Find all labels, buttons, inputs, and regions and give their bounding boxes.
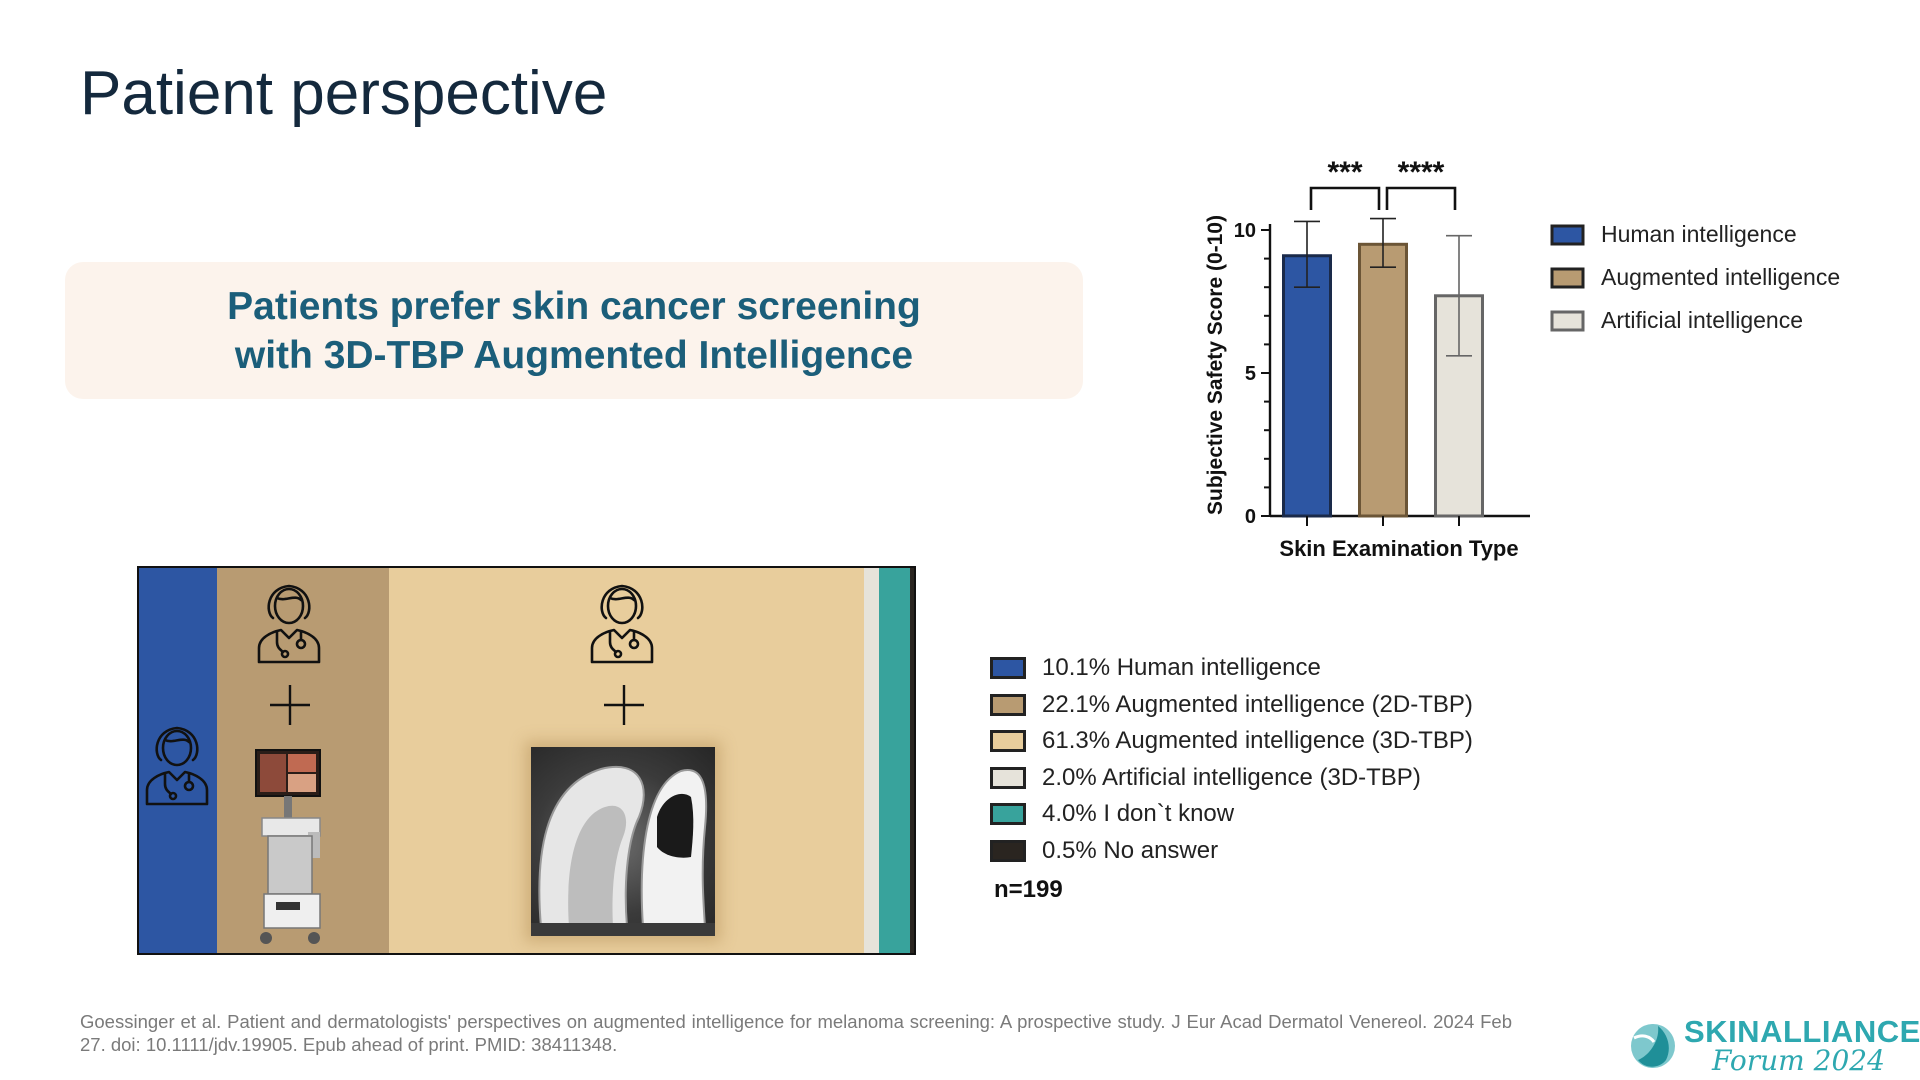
legend-item: 22.1% Augmented intelligence (2D-TBP) (990, 687, 1473, 724)
legend-item: 10.1% Human intelligence (990, 650, 1473, 687)
legend-label: 22.1% Augmented intelligence (2D-TBP) (1042, 690, 1473, 718)
y-tick-label: 0 (1245, 506, 1256, 528)
plus-icon (270, 685, 310, 725)
bar (1358, 242, 1408, 518)
imaging-cart-icon (255, 749, 321, 944)
y-tick-label: 5 (1245, 363, 1256, 385)
y-tick-label: 10 (1234, 220, 1256, 242)
key-message-line-2: with 3D-TBP Augmented Intelligence (234, 333, 914, 377)
legend-label: 0.5% No answer (1042, 836, 1219, 864)
legend-label: Human intelligence (1601, 221, 1797, 247)
legend-item: 2.0% Artificial intelligence (3D-TBP) (990, 760, 1473, 797)
legend-item: 4.0% I don`t know (990, 796, 1473, 833)
distribution-segment (139, 568, 218, 953)
legend-label: 4.0% I don`t know (1042, 800, 1235, 828)
distribution-legend: 10.1% Human intelligence 22.1% Augmented … (990, 650, 1473, 869)
brand-logo: SKINALLIANCE Forum 2024 (1622, 1008, 1920, 1077)
significance-bracket (1385, 186, 1457, 210)
brand-subtitle: Forum 2024 (1712, 1044, 1885, 1077)
legend-swatch (990, 839, 1026, 862)
legend-swatch (990, 730, 1026, 753)
legend-label: 2.0% Artificial intelligence (3D-TBP) (1042, 763, 1421, 791)
legend-label: Artificial intelligence (1601, 307, 1803, 333)
sample-size-label: n=199 (994, 876, 1063, 903)
doctor-icon (257, 584, 321, 664)
brand-logo-icon (1631, 1024, 1675, 1068)
y-axis-label: Subjective Safety Score (0-10) (1204, 215, 1227, 515)
legend-swatch (990, 657, 1026, 680)
x-axis-label: Skin Examination Type (1279, 536, 1518, 561)
legend-item: 0.5% No answer (990, 833, 1473, 870)
distribution-segment (910, 568, 914, 953)
distribution-segment (879, 568, 911, 953)
legend-swatch (990, 766, 1026, 789)
legend-swatch (1550, 224, 1585, 246)
significance-label: **** (1398, 156, 1445, 189)
significance-label: *** (1327, 156, 1362, 189)
plus-icon (604, 685, 644, 725)
legend-label: Augmented intelligence (1601, 264, 1840, 290)
legend-swatch (990, 693, 1026, 716)
page-title: Patient perspective (80, 59, 608, 128)
key-message-box: Patients prefer skin cancer screening wi… (65, 262, 1083, 399)
3d-scanner-icon (531, 747, 715, 936)
legend-item: 61.3% Augmented intelligence (3D-TBP) (990, 723, 1473, 760)
doctor-icon (590, 584, 654, 664)
citation: Goessinger et al. Patient and dermatolog… (80, 1011, 1512, 1055)
legend-swatch (990, 803, 1026, 826)
legend-label: 10.1% Human intelligence (1042, 654, 1321, 682)
legend-swatch (1550, 310, 1585, 332)
brand-name: SKINALLIANCE (1684, 1014, 1920, 1049)
legend-label: 61.3% Augmented intelligence (3D-TBP) (1042, 727, 1473, 755)
legend-swatch (1550, 267, 1585, 289)
doctor-icon (145, 726, 209, 806)
bar (1282, 254, 1332, 518)
significance-bracket (1309, 186, 1381, 210)
key-message-line-1: Patients prefer skin cancer screening (227, 284, 921, 328)
distribution-segment (863, 568, 880, 953)
